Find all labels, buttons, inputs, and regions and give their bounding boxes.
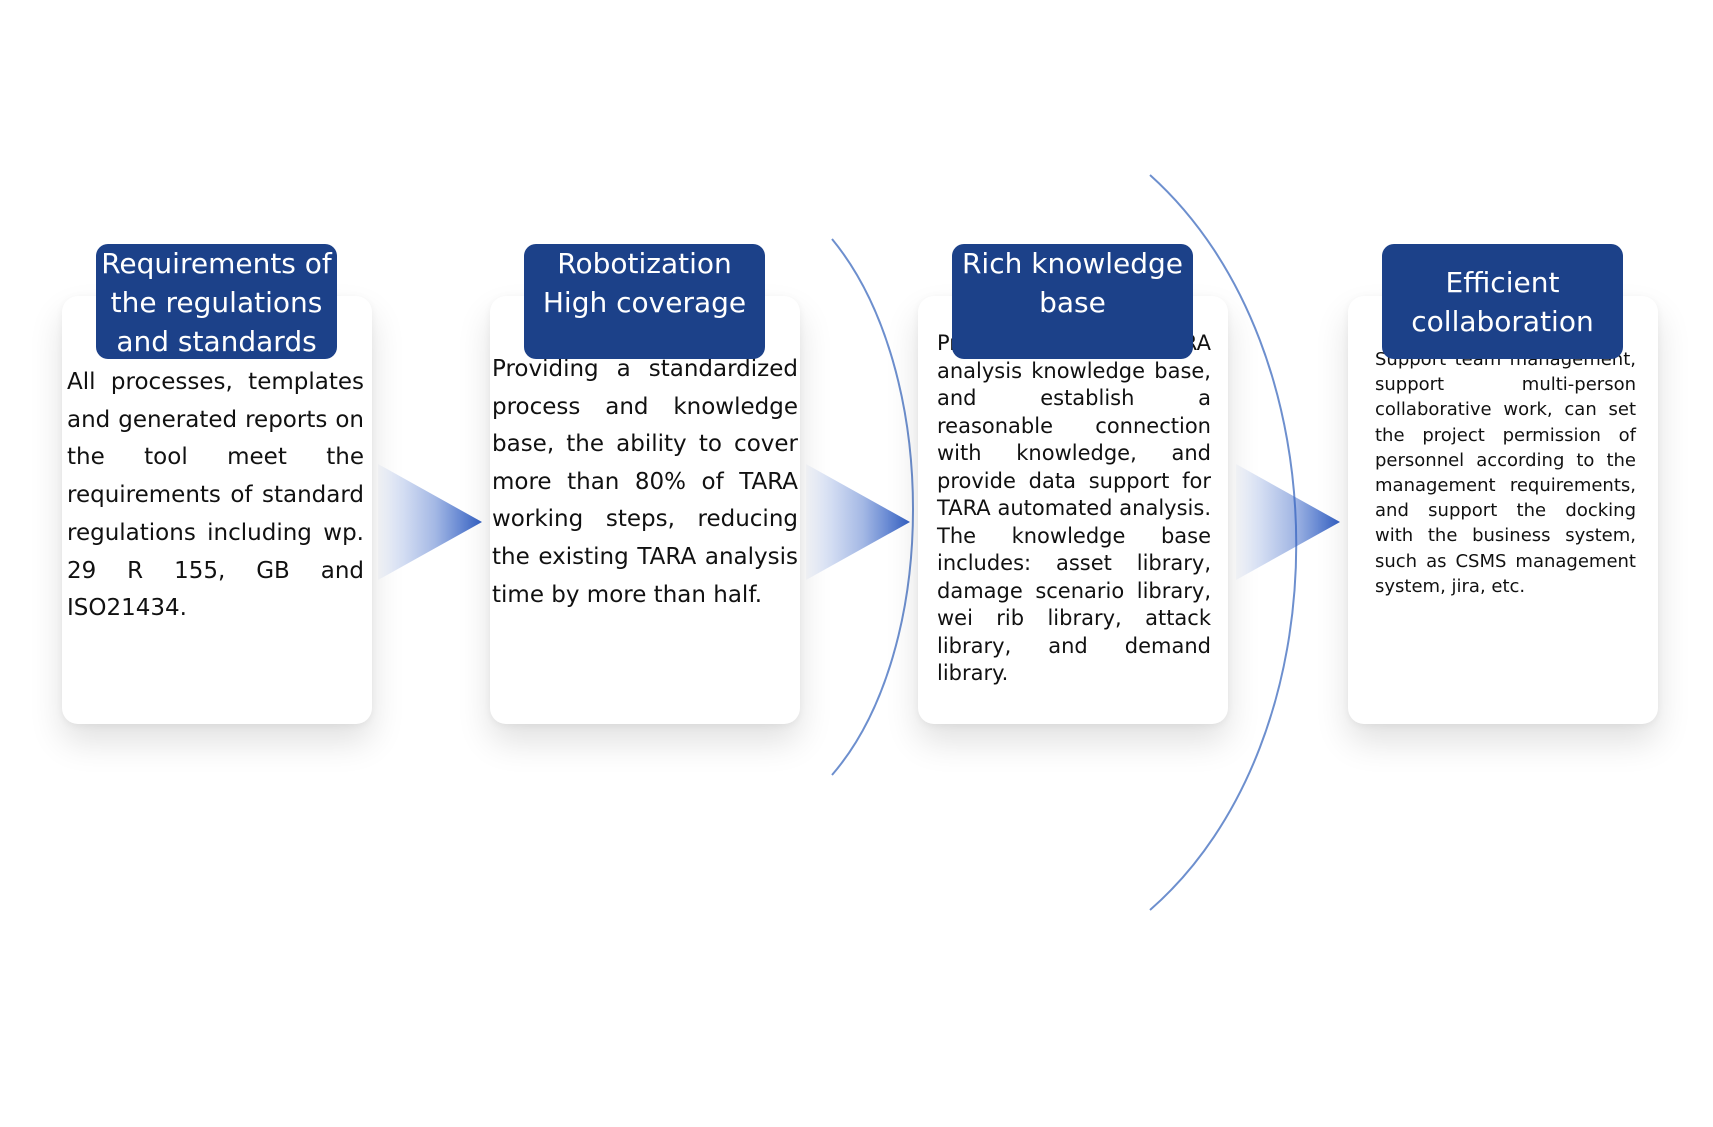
inner-arc [831,238,914,776]
card-description: All processes, templates and generated r… [67,369,364,622]
card-title: Efficient collaboration [1411,266,1594,338]
card-header: Rich knowledge base [952,244,1193,359]
card-title: Requirements of the regulations and stan… [101,247,332,358]
card-header: Efficient collaboration [1382,244,1623,359]
stage-card-knowledge-base: Provide a rich TARA analysis knowledge b… [918,244,1228,724]
stage-card-collaboration: Support team management, support multi-p… [1348,244,1658,724]
card-body: All processes, templates and generated r… [62,296,372,724]
stage-card-regulations: All processes, templates and generated r… [62,244,372,724]
card-title: Robotization High coverage [542,247,747,319]
flow-arrow-2 [806,464,910,580]
card-body: Provide a rich TARA analysis knowledge b… [918,296,1228,724]
card-description: Providing a standardized process and kno… [492,356,798,608]
card-title: Rich knowledge base [961,247,1184,319]
card-description: Provide a rich TARA analysis knowledge b… [937,331,1211,685]
card-description: Support team management, support multi-p… [1375,349,1636,597]
card-header: Requirements of the regulations and stan… [96,244,337,359]
card-header: Robotization High coverage [524,244,765,359]
flow-arrow-3 [1236,464,1340,580]
card-body: Support team management, support multi-p… [1348,296,1658,724]
stage-card-robotization: Providing a standardized process and kno… [490,244,800,724]
flow-arrow-1 [378,464,482,580]
card-body: Providing a standardized process and kno… [490,296,800,724]
